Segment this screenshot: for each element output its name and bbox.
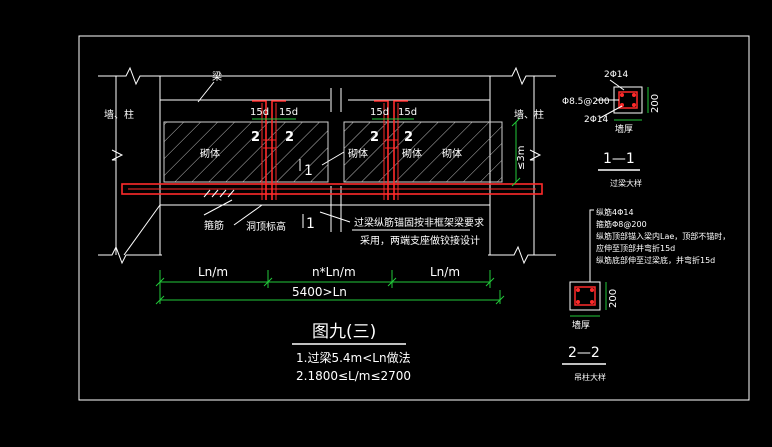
section-subtitle: 过梁大样 — [610, 178, 642, 188]
section-2-note: 应伸至顶部并弯折15d — [596, 243, 675, 253]
masonry-label: 砌体 — [442, 148, 462, 160]
section-2-note: 纵筋4Φ14 — [596, 207, 634, 217]
masonry-label: 砌体 — [348, 148, 368, 160]
section-mark: 2 — [251, 130, 260, 145]
drawing-frame — [78, 35, 750, 401]
dimension-lines — [155, 117, 521, 305]
section-height: 200 — [650, 94, 661, 113]
masonry-label: 砌体 — [200, 148, 220, 160]
cut-mark: 1 — [304, 163, 313, 179]
wall-thickness-label: 墙厚 — [615, 123, 633, 135]
section-2-note: 纵筋顶部锚入梁内Lae，顶部不锚时， — [596, 231, 730, 241]
masonry-label: 砌体 — [402, 148, 422, 160]
masonry-block-left — [163, 121, 329, 183]
anchor-dim: 15d — [370, 107, 389, 118]
stirrup-label: 箍筋 — [204, 219, 224, 232]
opening-top-label: 洞顶标高 — [246, 220, 286, 233]
section-mark: 2 — [404, 130, 413, 145]
section-2-detail: 纵筋4Φ14 箍筋Φ8@200 纵筋顶部锚入梁内Lae，顶部不锚时， 应伸至顶部… — [562, 207, 730, 382]
wall-column-right-label: 墙、柱 — [514, 108, 544, 121]
cut-mark: 1 — [306, 216, 315, 232]
segment-dim: Ln/m — [430, 265, 460, 279]
stirrup-spec: Φ8.5@200 — [562, 97, 610, 107]
anchor-dim: 15d — [398, 107, 417, 118]
drawing-title: 图九(三) — [312, 322, 376, 342]
stirrup-ticks — [203, 189, 235, 198]
section-mark: 2 — [370, 130, 379, 145]
section-2-note: 纵筋底部伸至过梁底，并弯折15d — [596, 255, 715, 265]
beam-label: 梁 — [212, 70, 222, 83]
title-note: 2.1800≤L/m≤2700 — [296, 369, 411, 383]
height-limit: ≤3m — [516, 146, 527, 170]
note-line: 采用，两端支座做铰接设计 — [360, 234, 480, 247]
section-subtitle: 吊柱大样 — [574, 372, 606, 382]
total-dim: 5400>Ln — [292, 285, 347, 299]
section-title: 2—2 — [568, 345, 600, 361]
anchor-dim: 15d — [250, 107, 269, 118]
section-title: 1—1 — [603, 151, 635, 167]
section-mark: 2 — [285, 130, 294, 145]
masonry-block-right — [343, 121, 503, 183]
section-2-note: 箍筋Φ8@200 — [596, 219, 647, 229]
leader-lines — [197, 81, 351, 228]
title-note: 1.过梁5.4m<Ln做法 — [296, 350, 411, 365]
bottom-bar-label: 2Φ14 — [584, 115, 609, 125]
section-1-detail: 2Φ14 Φ8.5@200 2Φ14 200 墙厚 1—1 过梁大样 — [562, 70, 661, 188]
wall-thickness-label: 墙厚 — [572, 319, 590, 331]
note-line: 过梁纵筋锚固按非框架梁要求 — [354, 216, 484, 229]
segment-dim: n*Ln/m — [312, 265, 356, 279]
top-bar-label: 2Φ14 — [604, 70, 629, 80]
wall-column-left-label: 墙、柱 — [104, 108, 134, 121]
anchor-dim: 15d — [279, 107, 298, 118]
segment-dim: Ln/m — [198, 265, 228, 279]
section-height: 200 — [608, 289, 619, 308]
